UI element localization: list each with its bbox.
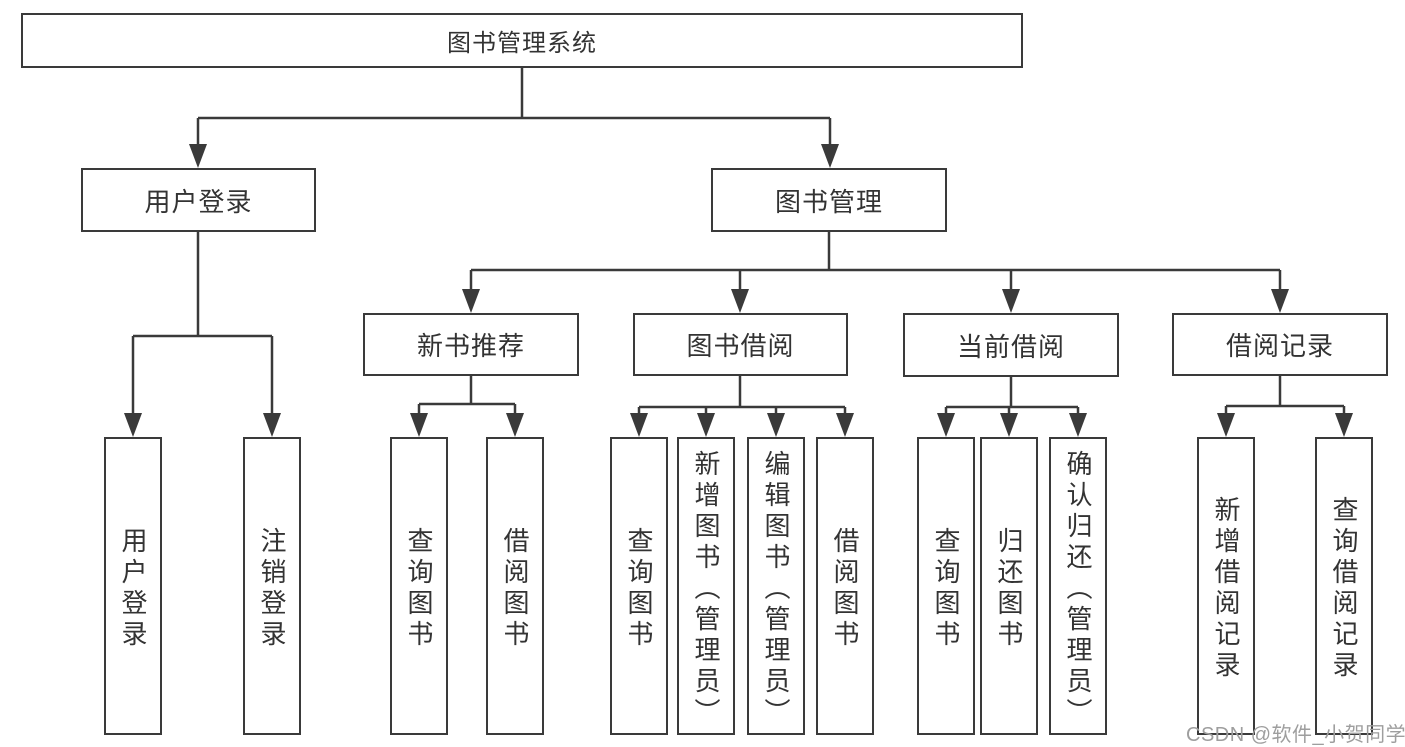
node-user-login-label: 用户登录	[144, 186, 253, 217]
leaf-edit-book-admin: 编辑图书（管理员）	[747, 437, 805, 735]
node-new-book-recommend-label: 新书推荐	[416, 331, 525, 361]
leaf-return-book-label: 归还图书	[994, 527, 1024, 651]
leaf-confirm-return-admin: 确认归还（管理员）	[1049, 437, 1107, 735]
leaf-logout: 注销登录	[243, 437, 301, 735]
arrowhead	[506, 413, 524, 437]
leaf-confirm-return-admin-label: 确认归还（管理员）	[1063, 449, 1093, 729]
node-current-borrow: 当前借阅	[903, 313, 1119, 377]
node-book-management-label: 图书管理	[774, 186, 883, 217]
leaf-query-books-recommend-label: 查询图书	[404, 527, 434, 651]
leaf-borrow-books-recommend: 借阅图书	[486, 437, 544, 735]
node-book-borrow: 图书借阅	[633, 313, 848, 376]
leaf-query-books-recommend: 查询图书	[390, 437, 448, 735]
arrowhead	[263, 413, 281, 437]
arrowhead	[1069, 413, 1087, 437]
arrowhead	[410, 413, 428, 437]
arrowhead	[1002, 289, 1020, 313]
node-book-borrow-label: 图书借阅	[686, 331, 795, 361]
arrowhead	[767, 413, 785, 437]
leaf-user-login-label: 用户登录	[118, 527, 148, 651]
node-root-label: 图书管理系统	[447, 30, 597, 57]
arrowhead	[697, 413, 715, 437]
leaf-query-borrow-record: 查询借阅记录	[1315, 437, 1373, 735]
arrowhead	[1335, 413, 1353, 437]
arrowhead	[630, 413, 648, 437]
node-new-book-recommend: 新书推荐	[363, 313, 579, 376]
leaf-borrow-books: 借阅图书	[816, 437, 874, 735]
arrowhead	[189, 144, 207, 168]
leaf-borrow-books-label: 借阅图书	[830, 527, 860, 651]
arrowhead	[821, 144, 839, 168]
node-root: 图书管理系统	[21, 13, 1023, 68]
arrowhead	[836, 413, 854, 437]
arrowhead	[1271, 289, 1289, 313]
leaf-query-books-current-label: 查询图书	[931, 527, 961, 651]
leaf-return-book: 归还图书	[980, 437, 1038, 735]
leaf-add-book-admin: 新增图书（管理员）	[677, 437, 735, 735]
arrowhead	[731, 289, 749, 313]
leaf-borrow-books-recommend-label: 借阅图书	[500, 527, 530, 651]
arrowhead	[124, 413, 142, 437]
leaf-query-borrow-record-label: 查询借阅记录	[1329, 496, 1359, 682]
leaf-add-borrow-record-label: 新增借阅记录	[1211, 496, 1241, 682]
node-borrow-records: 借阅记录	[1172, 313, 1388, 376]
leaf-query-books-borrow-label: 查询图书	[624, 527, 654, 651]
arrowhead	[1000, 413, 1018, 437]
node-book-management: 图书管理	[711, 168, 947, 232]
arrowhead	[1217, 413, 1235, 437]
leaf-add-borrow-record: 新增借阅记录	[1197, 437, 1255, 735]
leaf-edit-book-admin-label: 编辑图书（管理员）	[761, 449, 791, 729]
arrowhead	[937, 413, 955, 437]
node-current-borrow-label: 当前借阅	[956, 331, 1065, 362]
leaf-query-books-borrow: 查询图书	[610, 437, 668, 735]
leaf-query-books-current: 查询图书	[917, 437, 975, 735]
leaf-add-book-admin-label: 新增图书（管理员）	[691, 449, 721, 729]
node-user-login: 用户登录	[81, 168, 316, 232]
arrowhead	[462, 289, 480, 313]
leaf-user-login: 用户登录	[104, 437, 162, 735]
watermark: CSDN @软件_小贺同学	[1186, 724, 1405, 746]
node-borrow-records-label: 借阅记录	[1225, 331, 1334, 361]
leaf-logout-label: 注销登录	[257, 527, 287, 651]
